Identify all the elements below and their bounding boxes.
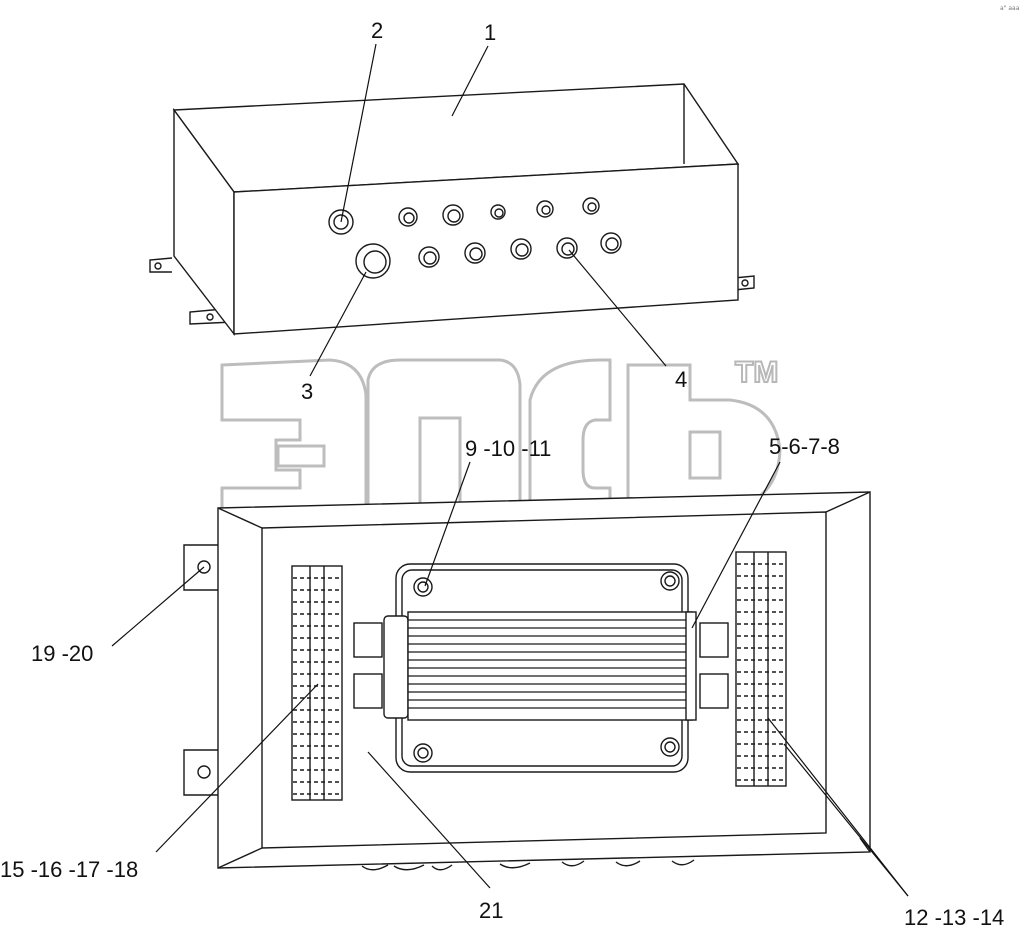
connector-left-upper: [353, 622, 383, 658]
callout-19-20: 19 -20: [31, 641, 93, 666]
cover-assembly: [149, 83, 755, 337]
connector-right-lower: [699, 673, 729, 709]
cable-gland-group: [328, 197, 622, 279]
callout-15-16-17-18: 15 -16 -17 -18: [0, 857, 138, 882]
callout-9-10-11: 9 -10 -11: [465, 436, 551, 461]
base-box: [183, 491, 871, 871]
callout-1: 1: [484, 20, 496, 45]
control-module: [383, 563, 697, 773]
connector-right-upper: [699, 622, 729, 658]
terminal-block-right: [735, 551, 787, 787]
callout-2: 2: [371, 18, 383, 43]
corner-mark: a" aaa: [1000, 5, 1020, 12]
callout-12-13-14: 12 -13 -14: [904, 905, 1004, 930]
watermark-tm-label: TM: [735, 356, 778, 389]
leader-lines: [111, 43, 909, 897]
callout-21: 21: [479, 898, 503, 923]
callout-5-6-7-8: 5-6-7-8: [769, 434, 840, 459]
connector-left-lower: [353, 673, 383, 709]
terminal-block-left: [291, 565, 343, 801]
bottom-glands: [361, 859, 695, 871]
callout-labels: 1 2 3 4 9 -10 -11 5-6-7-8 19 -20 15 -16 …: [0, 18, 1004, 930]
callout-3: 3: [301, 379, 313, 404]
callout-4: 4: [675, 367, 687, 392]
